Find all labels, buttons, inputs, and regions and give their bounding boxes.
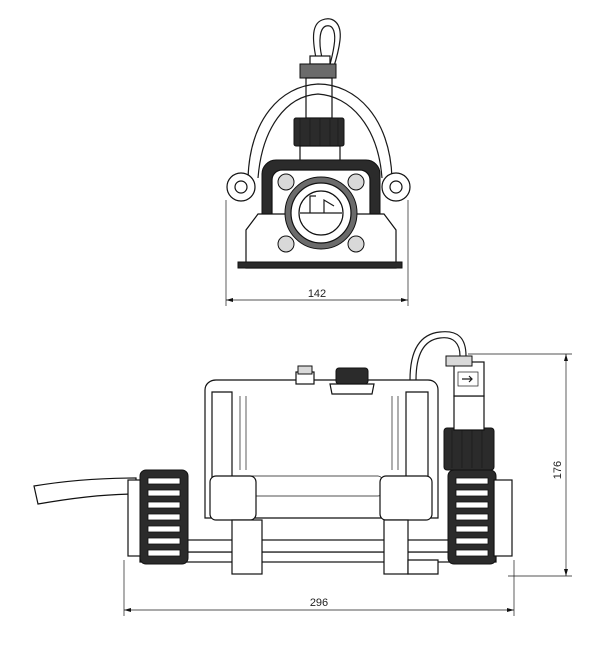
side-view xyxy=(33,331,513,575)
dimension-height-label: 176 xyxy=(552,461,564,479)
dimension-length: 296 xyxy=(123,560,515,616)
front-view-hose xyxy=(247,83,393,179)
switch-cable xyxy=(409,331,467,381)
dimension-length-label: 296 xyxy=(310,597,328,609)
dimension-width: 142 xyxy=(225,200,409,306)
dimension-height: 176 xyxy=(468,353,572,577)
dimension-width-label: 142 xyxy=(308,288,326,300)
front-view xyxy=(226,18,411,269)
power-cable xyxy=(33,477,137,505)
front-view-cable xyxy=(312,18,341,81)
